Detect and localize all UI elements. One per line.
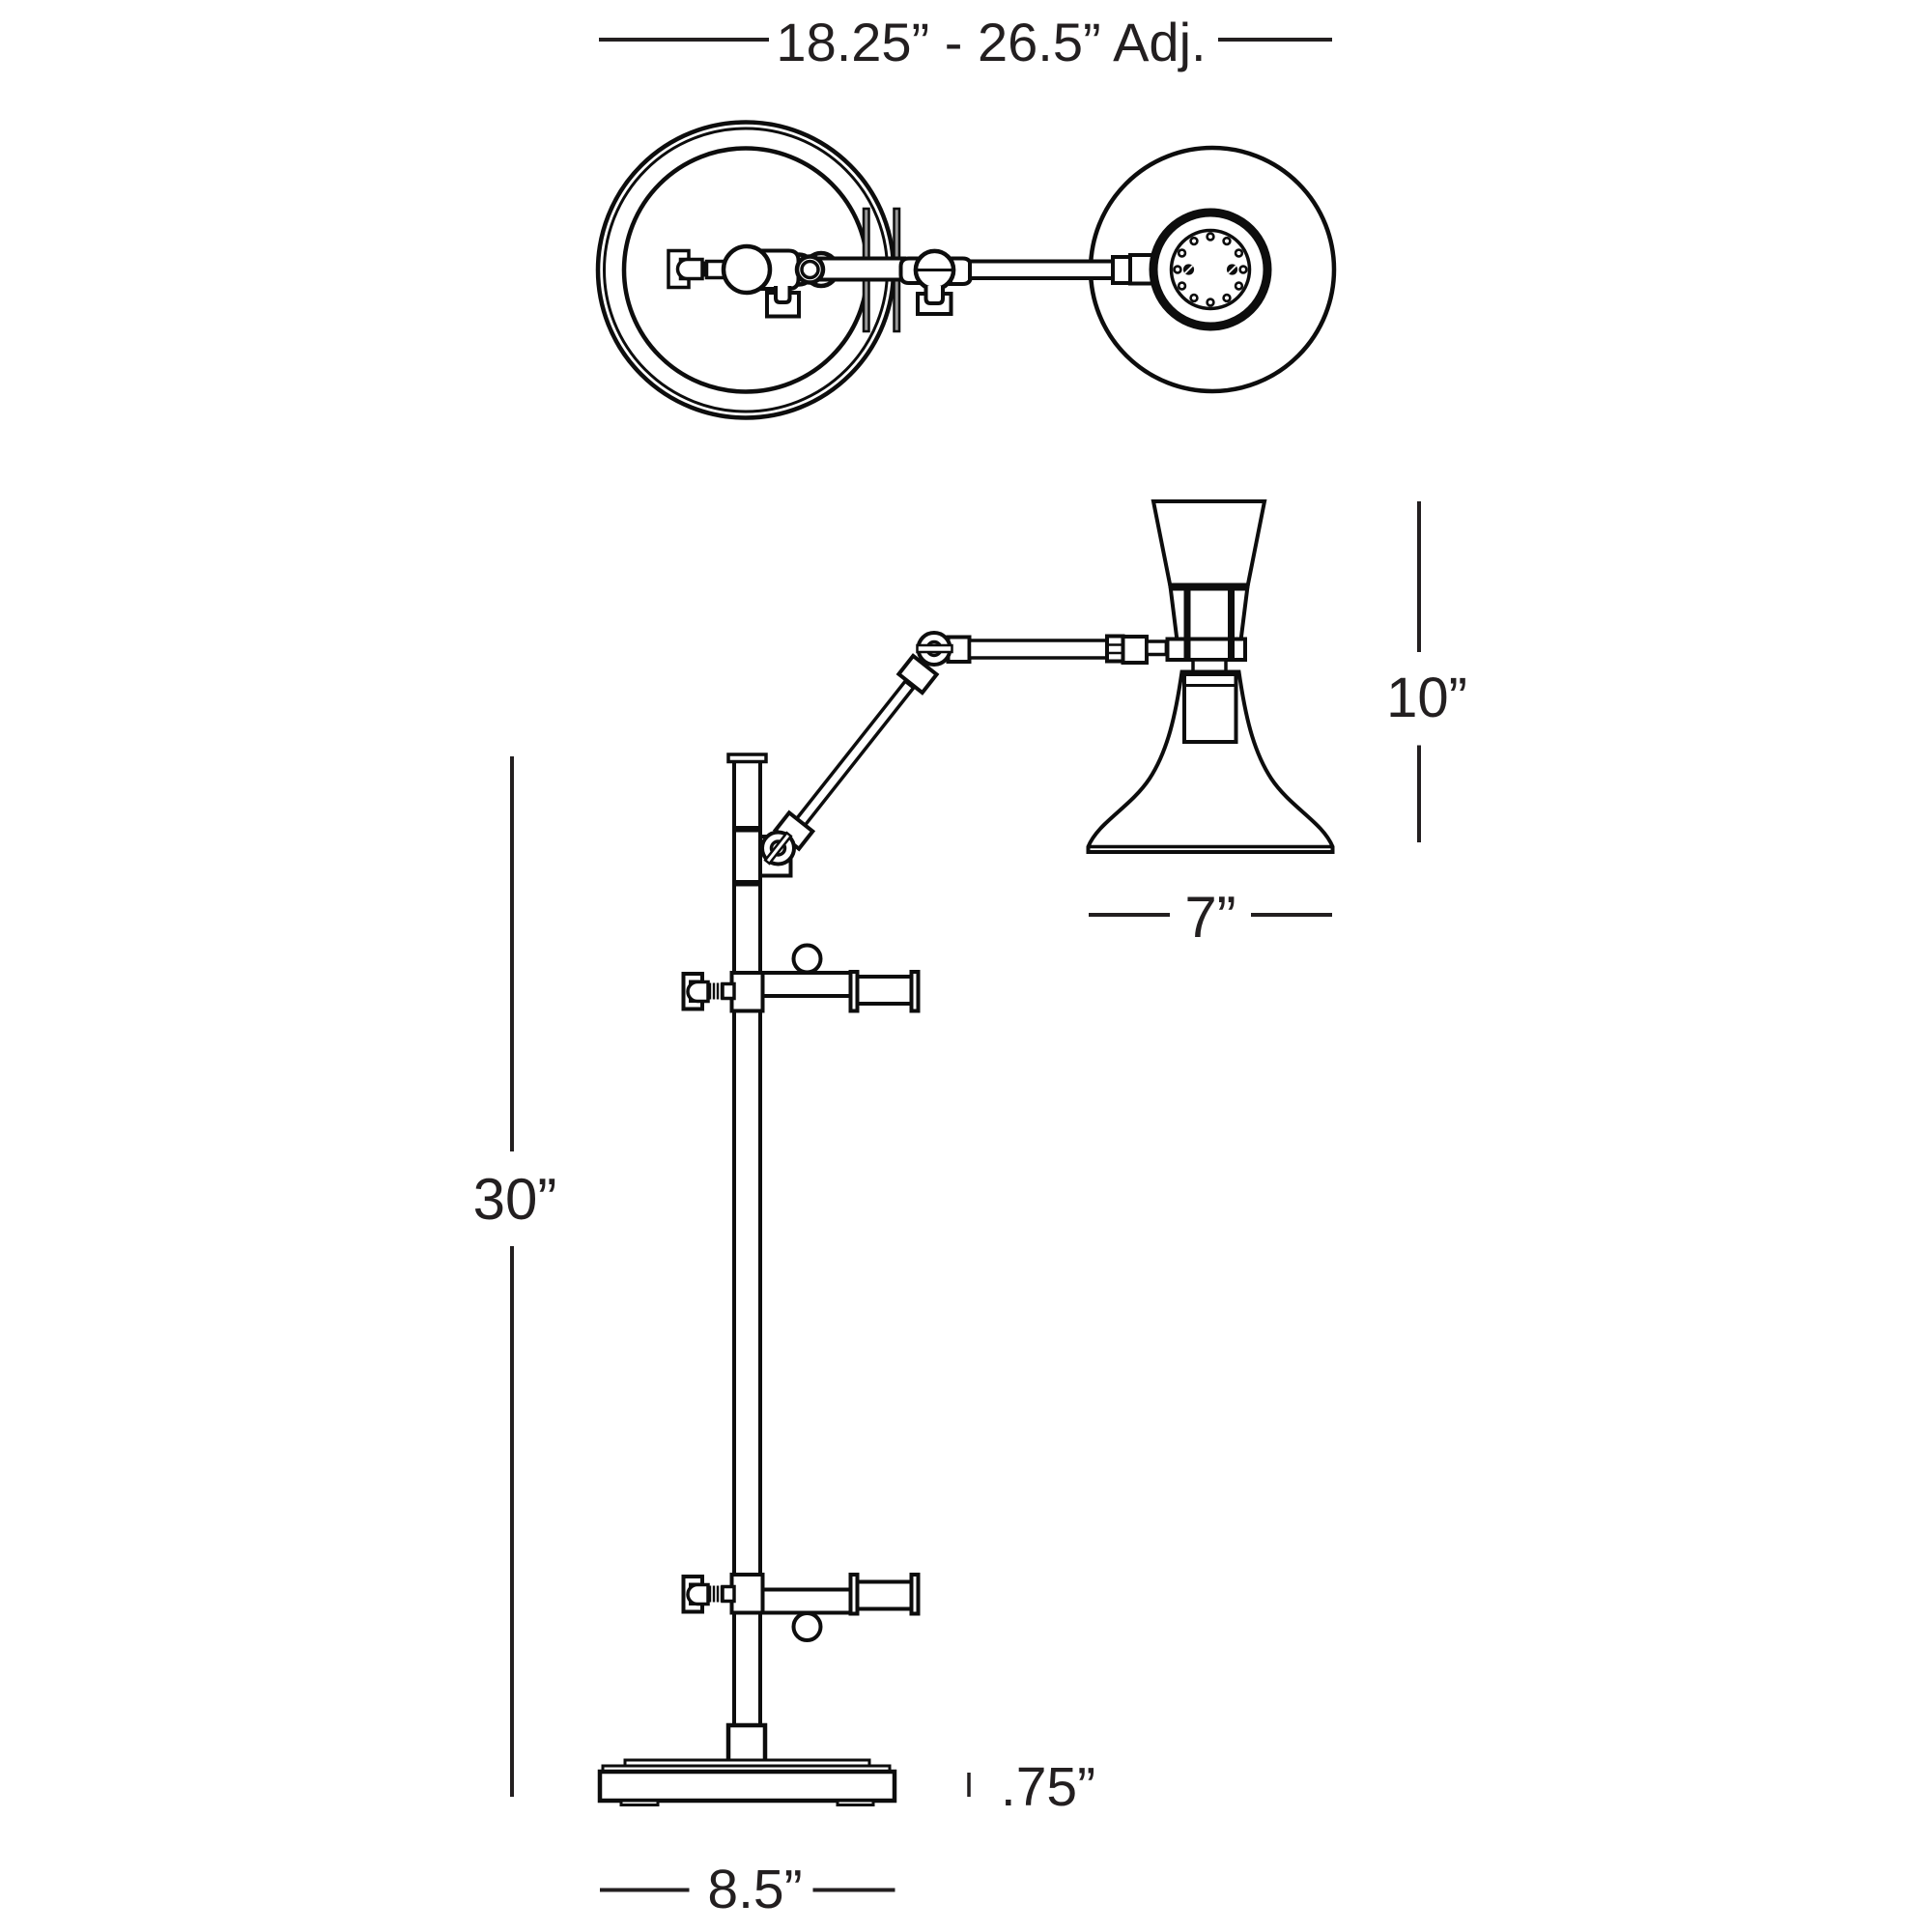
front-upper-clamp-ball [791, 943, 823, 975]
front-shade-bell [1086, 669, 1335, 854]
dim-base-width-label: 8.5” [707, 1859, 802, 1920]
front-upper-thumbscrew-threads [708, 982, 723, 1000]
front-upper-arm-tube [967, 639, 1110, 660]
front-arm-block [1121, 635, 1149, 665]
top-view-arm-tube [968, 259, 1137, 280]
front-upper-thumbscrew-knob [686, 980, 710, 1004]
front-base-slab [597, 1769, 897, 1804]
front-lower-arm-tube [793, 678, 917, 829]
front-view [597, 499, 1335, 1806]
dim-base-thickness: .75” [967, 1756, 1095, 1818]
dimensions: 18.25” - 26.5” Adj. 10” 7” 30” .75” 8.5” [473, 12, 1467, 1920]
front-upper-clamp-tube [855, 975, 915, 1006]
front-upper-clamp [681, 943, 921, 1013]
front-shade-strut-left [1183, 586, 1191, 658]
dim-column-height-label: 30” [473, 1167, 557, 1232]
front-shade-socket [1182, 672, 1238, 744]
front-shade-lower-taper [1168, 584, 1250, 642]
front-pole-band-lower [732, 880, 762, 887]
front-upper-clamp-flange-right [909, 970, 921, 1013]
front-lower-clamp-ball [791, 1611, 823, 1642]
top-view-screw-head-left [1182, 264, 1195, 275]
dim-base-thickness-label: .75” [1001, 1756, 1095, 1818]
front-base-collar [725, 1722, 768, 1765]
top-view-arm-coupler [1111, 255, 1132, 285]
front-upper-clamp-flange-left [848, 970, 860, 1013]
front-pole-pivot-screw [763, 831, 793, 866]
front-base-foot-right [836, 1799, 875, 1806]
front-lower-arm-sleeve-top [895, 653, 940, 696]
dim-column-height: 30” [473, 756, 557, 1797]
dim-adjustable-range: 18.25” - 26.5” Adj. [599, 12, 1332, 72]
top-view-vent-holes [1173, 232, 1248, 307]
dim-shade-height: 10” [1386, 501, 1467, 842]
front-pole-cap [726, 753, 768, 764]
front-lower-clamp-tube [855, 1579, 915, 1611]
front-pole-band-upper [732, 826, 762, 833]
top-view-ring-2-inner [800, 259, 820, 280]
top-view-shade-plate [1169, 228, 1252, 311]
top-view [595, 120, 1337, 420]
dim-shade-height-label: 10” [1386, 667, 1467, 729]
top-view-handle-stem-1 [774, 286, 792, 304]
front-lower-thumbscrew-knob [686, 1582, 710, 1606]
front-arm-step-1 [1145, 639, 1169, 657]
top-view-rail-tube [817, 256, 906, 282]
front-base-foot-left [619, 1799, 660, 1806]
front-upper-thumbscrew-tip [721, 981, 736, 1001]
top-view-screw-knob [675, 257, 704, 281]
front-upper-clamp-block [729, 971, 765, 1013]
top-view-screw-threads [701, 261, 707, 277]
dim-adjustable-label: 18.25” - 26.5” Adj. [776, 12, 1206, 72]
dim-shade-width: 7” [1089, 885, 1332, 950]
front-lower-clamp-block [729, 1573, 765, 1615]
front-base [597, 1722, 897, 1806]
front-lower-clamp [681, 1573, 921, 1642]
front-lower-thumbscrew-tip [721, 1584, 736, 1604]
front-shade-band [1170, 582, 1248, 591]
dim-base-width: 8.5” [600, 1859, 895, 1920]
top-view-ball-joint-1 [721, 243, 773, 296]
front-shade-strut-right [1228, 586, 1235, 658]
front-lower-clamp-flange-right [909, 1573, 921, 1616]
front-lower-clamp-flange-left [848, 1573, 860, 1616]
front-arm-coupler [1105, 634, 1125, 664]
front-lower-thumbscrew-threads [708, 1585, 723, 1603]
front-shade-upper-cone [1151, 499, 1267, 588]
dim-shade-width-label: 7” [1184, 885, 1236, 950]
front-elbow-screw [916, 643, 953, 654]
top-view-handle-stem-2 [923, 286, 945, 305]
top-view-screw-head-right [1226, 264, 1238, 275]
